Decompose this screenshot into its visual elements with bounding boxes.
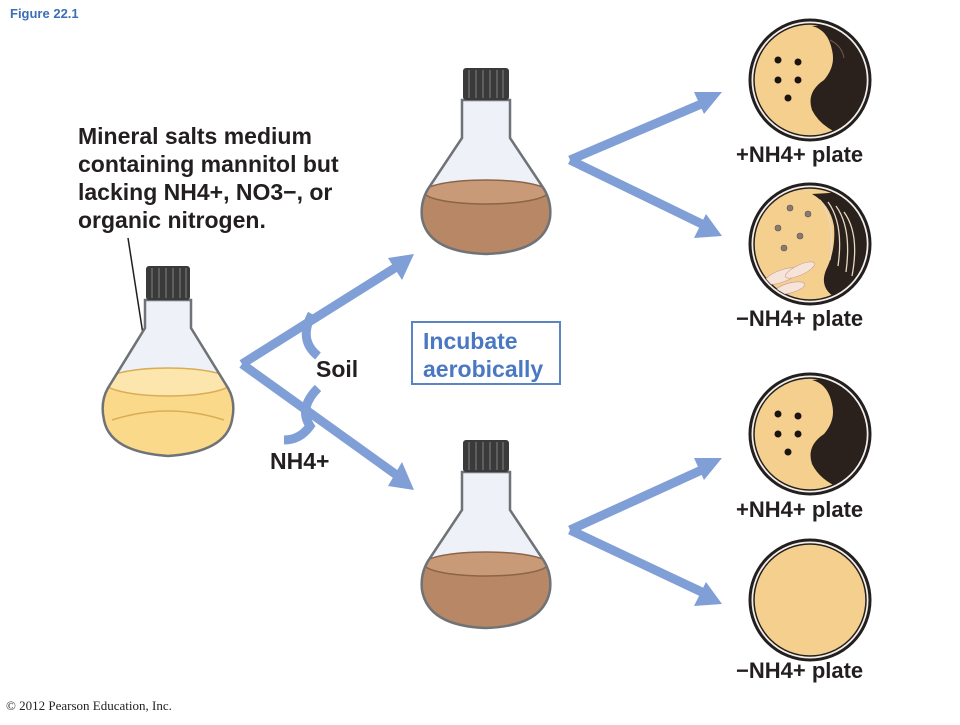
plate-3 [748, 372, 872, 496]
arrowhead-plate-3 [694, 458, 722, 480]
plate-arrows-bottom [568, 463, 708, 599]
medium-line-4: organic nitrogen. [78, 207, 266, 233]
incubate-box: Incubate aerobically [411, 321, 561, 385]
plate-arrows-top [568, 97, 708, 231]
soil-label: Soil [316, 356, 359, 382]
plate-label-1: +NH4+ plate [736, 142, 864, 167]
plate-label-2: −NH4+ plate [736, 306, 864, 331]
flask-soil-nh4-culture [420, 440, 552, 630]
nh4-hook [283, 384, 322, 445]
plate-label-4: −NH4+ plate [736, 658, 864, 683]
medium-line-1: Mineral salts medium [78, 123, 312, 149]
plate-4 [748, 538, 872, 662]
copyright: © 2012 Pearson Education, Inc. [6, 698, 172, 713]
arrowhead-plate-4 [694, 582, 722, 606]
incubate-line-2: aerobically [423, 356, 544, 382]
soil-hook [301, 311, 322, 360]
arrowhead-plate-2 [694, 214, 722, 238]
arrowhead-top [388, 254, 414, 280]
medium-line-3: lacking NH4+, NO3−, or [78, 179, 333, 205]
arrowhead-bottom [388, 462, 414, 490]
medium-description: Mineral salts medium containing mannitol… [78, 122, 339, 234]
split-arrows [239, 262, 401, 480]
arrowhead-plate-1 [694, 92, 722, 114]
medium-line-2: containing mannitol but [78, 151, 339, 177]
plate-1 [748, 18, 872, 142]
plate-label-3: +NH4+ plate [736, 497, 864, 522]
figure-label: Figure 22.1 [10, 6, 79, 21]
incubate-line-1: Incubate [423, 328, 518, 354]
plate-2 [748, 182, 872, 306]
flask-medium [101, 266, 235, 458]
flask-soil-culture [420, 68, 552, 256]
nh4-label: NH4+ [270, 448, 330, 474]
